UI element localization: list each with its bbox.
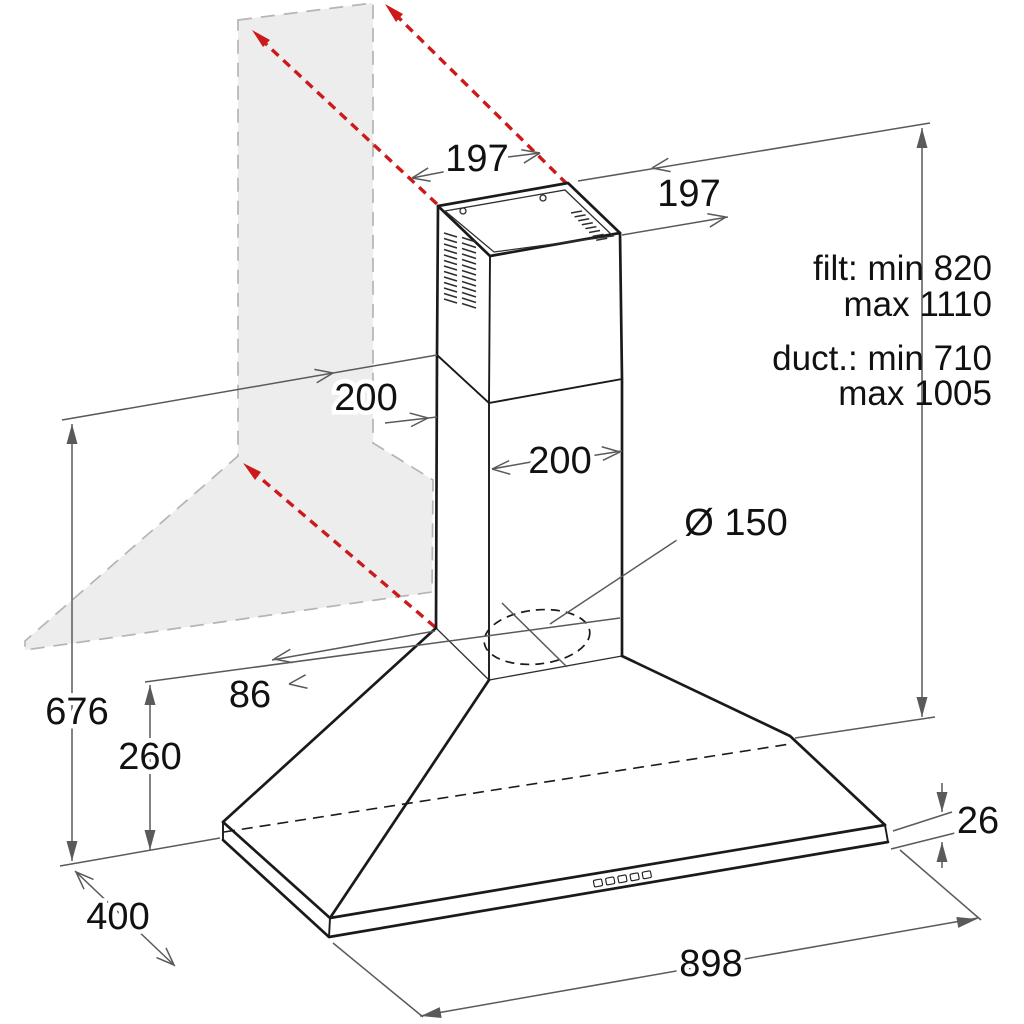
canopy xyxy=(221,626,890,939)
control-button-icon xyxy=(605,876,616,886)
mounting-hole-icon xyxy=(459,207,467,215)
dim-canopy-height: 260 xyxy=(118,736,181,778)
dim-wall-gap: 86 xyxy=(229,674,271,716)
dim-canopy-width: 898 xyxy=(679,943,742,985)
dim-rim-thickness: 26 xyxy=(957,800,999,842)
control-button-icon xyxy=(617,874,628,884)
vent-grille-left xyxy=(443,232,477,309)
red-dashed-line-left xyxy=(264,42,439,206)
duct-hole-ellipse xyxy=(483,608,591,666)
dimension-labels: 197 197 200 200 Ø 150 86 676 260 400 898… xyxy=(41,134,1004,990)
dimension-arrows xyxy=(66,128,977,1018)
control-button-icon xyxy=(641,870,652,880)
red-arrow-icon xyxy=(385,4,403,22)
hood-body xyxy=(221,181,890,939)
duct-height-note-line2: max 1005 xyxy=(838,374,992,413)
wall-shadow-projection xyxy=(24,2,434,651)
red-arrow-icon xyxy=(252,30,270,47)
red-dashed-line-right xyxy=(397,16,569,186)
extension-direction-arrows xyxy=(243,4,569,629)
vent-grille-inner xyxy=(570,210,608,242)
dim-chimney-lower-width: 200 xyxy=(528,440,591,482)
dim-duct-diameter: Ø 150 xyxy=(684,502,788,544)
filter-height-note-line1: filt: min 820 xyxy=(813,249,992,288)
dimension-lines xyxy=(59,122,982,1018)
duct-height-note-line1: duct.: min 710 xyxy=(772,339,992,378)
red-arrow-icon xyxy=(243,463,261,480)
control-button-icon xyxy=(592,878,604,888)
dim-chimney-top-depth: 197 xyxy=(657,173,720,215)
dim-chimney-lower-offset: 200 xyxy=(334,377,397,419)
control-button-icon xyxy=(629,872,640,882)
dim-canopy-depth: 400 xyxy=(86,896,149,938)
diameter-leader-line xyxy=(501,537,681,668)
dim-total-height: 676 xyxy=(45,691,108,733)
filter-height-note-line2: max 1110 xyxy=(843,285,992,324)
red-dashed-line-lower xyxy=(256,474,437,629)
height-annotations: filt: min 820 max 1110 duct.: min 710 ma… xyxy=(772,249,992,413)
chimney-duct-cover xyxy=(434,181,624,681)
dim-chimney-top-width: 197 xyxy=(445,138,508,180)
control-buttons xyxy=(592,870,652,888)
mounting-hole-icon xyxy=(539,194,547,202)
hidden-back-edge xyxy=(223,743,791,833)
